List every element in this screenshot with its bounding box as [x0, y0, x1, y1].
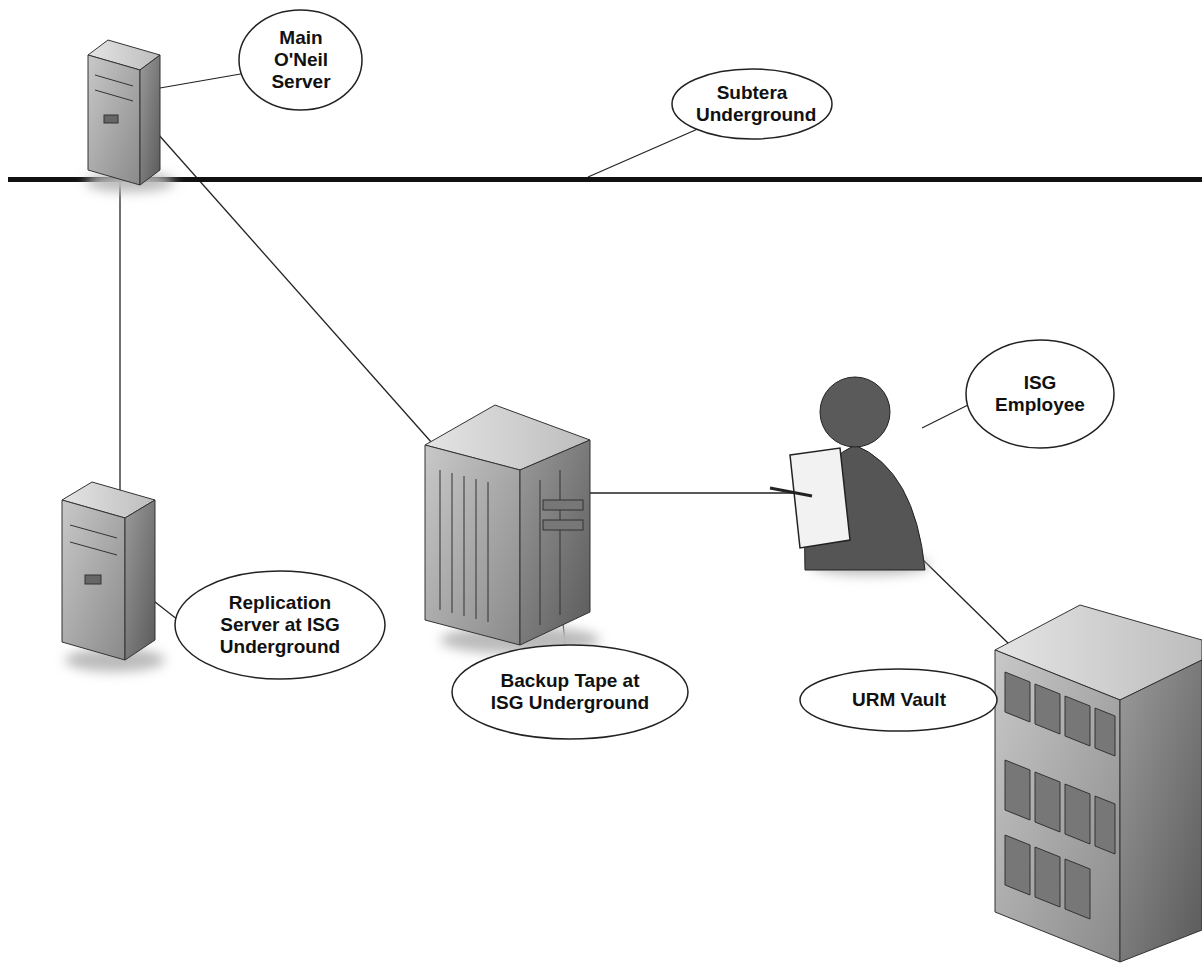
callout-text: Backup Tape at ISG Underground — [485, 670, 655, 714]
callout-ellipse: Replication Server at ISG Underground — [174, 570, 386, 680]
replication-server-icon — [62, 482, 155, 660]
callout-ellipse: URM Vault — [799, 668, 998, 732]
wires — [120, 125, 1010, 645]
callout-ellipse: ISG Employee — [965, 339, 1115, 449]
leader-lines — [150, 72, 1010, 706]
employee-icon — [770, 377, 925, 570]
ground-line — [8, 177, 1202, 182]
main-server-icon — [88, 40, 160, 185]
callout-text: URM Vault — [829, 689, 969, 711]
vault-icon — [995, 605, 1202, 962]
callout-text: Subtera Underground — [696, 82, 808, 126]
callout-ellipse: Backup Tape at ISG Underground — [451, 644, 689, 740]
callout-ellipse: Subtera Underground — [671, 68, 833, 140]
callout-text: ISG Employee — [990, 372, 1090, 416]
callout-text: Main O'Neil Server — [259, 27, 343, 93]
callout-ellipse: Main O'Neil Server — [238, 9, 363, 111]
backup-server-icon — [425, 405, 590, 645]
callout-text: Replication Server at ISG Underground — [205, 592, 355, 658]
